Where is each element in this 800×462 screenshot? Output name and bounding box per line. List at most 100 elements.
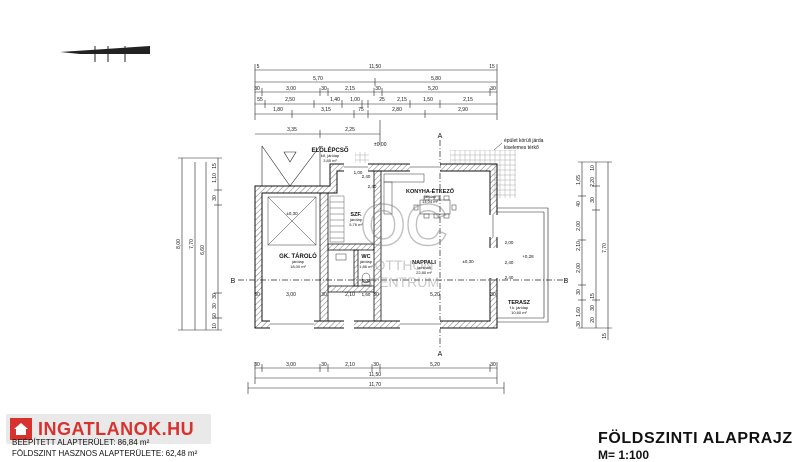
svg-text:A: A	[438, 133, 443, 140]
svg-text:épület körüli járda: épület körüli járda	[504, 138, 544, 144]
svg-text:20: 20	[590, 317, 596, 323]
svg-text:15: 15	[602, 333, 608, 339]
svg-text:kiselemes térkő: kiselemes térkő	[504, 145, 539, 151]
svg-text:GK. TÁROLÓ: GK. TÁROLÓ	[279, 252, 317, 260]
svg-text:14,04 m²: 14,04 m²	[422, 199, 438, 204]
svg-text:30: 30	[321, 362, 327, 368]
room-eloleptcso: ELŐLÉPCSŐ kő, járólap 3,85 m²	[311, 146, 348, 163]
svg-text:75: 75	[358, 107, 364, 113]
svg-text:10: 10	[212, 323, 218, 329]
svg-text:+0,28: +0,28	[522, 254, 534, 259]
svg-text:1,60: 1,60	[362, 292, 371, 297]
svg-text:30: 30	[490, 86, 496, 92]
garage-interior	[267, 196, 317, 246]
svg-text:30: 30	[576, 321, 582, 327]
svg-text:7,70: 7,70	[189, 239, 195, 249]
svg-text:kő, járólap: kő, járólap	[321, 153, 340, 158]
svg-text:1,86 m²: 1,86 m²	[359, 264, 373, 269]
svg-text:30: 30	[321, 292, 327, 298]
svg-text:2,80: 2,80	[392, 107, 402, 113]
room-tarolo: GK. TÁROLÓ járólap 18,00 m² ±0,30	[279, 211, 317, 269]
svg-text:30: 30	[254, 292, 260, 298]
svg-text:11,70: 11,70	[369, 382, 381, 388]
svg-text:1,00: 1,00	[350, 97, 360, 103]
svg-text:ELŐLÉPCSŐ: ELŐLÉPCSŐ	[311, 146, 348, 154]
svg-text:3,85 m²: 3,85 m²	[323, 158, 337, 163]
svg-text:1,00: 1,00	[354, 170, 363, 175]
built-area: BEÉPÍTETT ALAPTERÜLET: 86,84 m²	[12, 438, 150, 447]
right-dimension-labels: 7,70 1,65 40 2,00 2,10 2,00 30 1,60 30 1…	[576, 165, 608, 339]
svg-text:járólap: járólap	[349, 217, 363, 222]
room-konyha: KONYHA-ÉTKEZŐ járólap 14,04 m²	[406, 187, 455, 204]
exterior-walls	[254, 163, 498, 329]
svg-text:3,00: 3,00	[286, 86, 296, 92]
svg-text:KONYHA-ÉTKEZŐ: KONYHA-ÉTKEZŐ	[406, 187, 455, 195]
section-lines	[238, 140, 566, 348]
svg-text:30: 30	[254, 362, 260, 368]
room-terasz: TERASZ f.k. járólap 10,60 m² +0,28	[508, 254, 534, 315]
svg-text:2,40: 2,40	[368, 184, 377, 189]
room-wc: WC járólap 1,86 m²	[359, 254, 373, 269]
bottom-dimension-labels: 30 3,00 30 2,10 30 5,20 30 11,50 11,70	[254, 362, 496, 388]
interior-dimension-labels: 2,40 2,00 2,40 2,40 1,00 2,40 1,60 1,00	[354, 170, 514, 297]
svg-text:15: 15	[590, 293, 596, 299]
terrace	[497, 207, 549, 323]
svg-text:30: 30	[254, 86, 260, 92]
svg-text:1,60: 1,60	[576, 307, 582, 317]
svg-text:30: 30	[212, 293, 218, 299]
svg-text:5,70: 5,70	[313, 76, 323, 82]
svg-text:laminált: laminált	[417, 265, 432, 270]
openings	[270, 163, 498, 329]
svg-text:WC: WC	[361, 254, 370, 260]
svg-text:40: 40	[576, 201, 582, 207]
svg-text:30: 30	[590, 197, 596, 203]
level-mark-entrance: ±0,00	[374, 142, 387, 148]
top-dimensions	[254, 64, 498, 145]
wc-fixtures	[335, 253, 371, 286]
left-dimension-labels: 8,00 7,70 6,60 15 1,10 30 30 30 50 10	[176, 163, 218, 329]
svg-text:22,80 m²: 22,80 m²	[416, 270, 432, 275]
net-area: FÖLDSZINT HASZNOS ALAPTERÜLETE: 62,48 m²	[12, 449, 198, 458]
svg-text:30: 30	[212, 303, 218, 309]
svg-text:NAPPALI: NAPPALI	[412, 260, 436, 266]
svg-text:55: 55	[257, 97, 263, 103]
svg-text:2,25: 2,25	[345, 127, 355, 133]
svg-text:1,10: 1,10	[212, 173, 218, 183]
svg-text:5,76 m²: 5,76 m²	[349, 222, 363, 227]
svg-text:2,40: 2,40	[505, 275, 514, 280]
svg-text:2,40: 2,40	[505, 260, 514, 265]
svg-text:30: 30	[490, 292, 496, 298]
svg-text:1,80: 1,80	[273, 107, 283, 113]
svg-text:30: 30	[375, 86, 381, 92]
svg-text:11,50: 11,50	[369, 372, 381, 378]
svg-text:3,35: 3,35	[287, 127, 297, 133]
drawing-scale: M= 1:100	[598, 448, 650, 462]
paving-label: épület körüli járda kiselemes térkő	[504, 138, 544, 151]
room-szf: SZF. járólap 5,76 m²	[349, 212, 363, 227]
svg-text:2,90: 2,90	[458, 107, 468, 113]
svg-text:1,65: 1,65	[576, 175, 582, 185]
svg-text:1,00: 1,00	[362, 278, 371, 283]
svg-text:1,40: 1,40	[330, 97, 340, 103]
svg-text:30: 30	[373, 362, 379, 368]
staircase	[329, 195, 345, 243]
svg-text:30: 30	[590, 305, 596, 311]
svg-text:5,80: 5,80	[431, 76, 441, 82]
svg-text:30: 30	[576, 289, 582, 295]
svg-text:OC: OC	[361, 193, 448, 258]
north-arrow-icon	[60, 46, 150, 62]
center-watermark: OC OTTHON CENTRUM	[360, 192, 448, 290]
svg-text:járólap: járólap	[359, 259, 373, 264]
svg-text:B: B	[564, 278, 569, 285]
svg-text:7,70: 7,70	[602, 243, 608, 253]
svg-text:A: A	[438, 351, 443, 358]
svg-text:2,10: 2,10	[345, 292, 355, 298]
svg-text:5,20: 5,20	[430, 362, 440, 368]
svg-text:2,40: 2,40	[362, 174, 371, 179]
svg-text:járólap: járólap	[291, 259, 305, 264]
logo-text: INGATLANOK.HU	[38, 418, 195, 439]
svg-text:10,60 m²: 10,60 m²	[511, 310, 527, 315]
ingatlanok-logo: INGATLANOK.HU	[6, 414, 211, 444]
svg-text:3,00: 3,00	[286, 292, 296, 298]
